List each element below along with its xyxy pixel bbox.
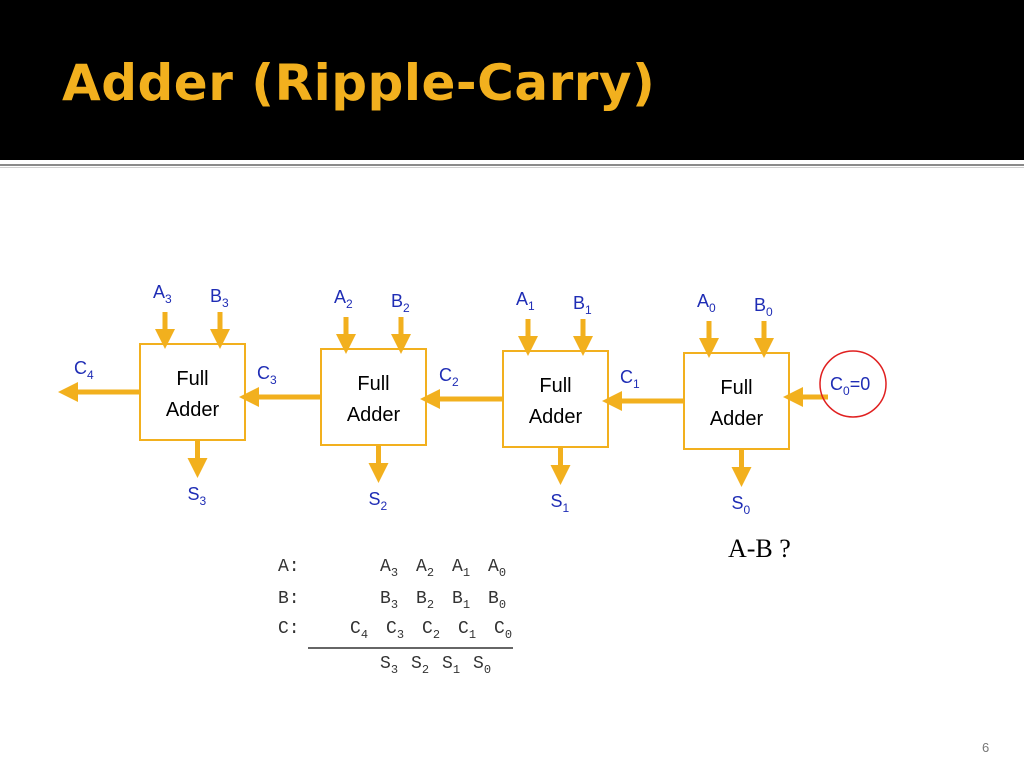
input-b-label: B2: [391, 291, 410, 315]
equation-result-term: S0: [473, 654, 491, 677]
carry-label: C3: [257, 363, 277, 387]
equation-term: A2: [416, 557, 434, 580]
header-divider: [0, 164, 1024, 166]
full-adder-label-line1: Full: [357, 373, 389, 395]
equation-result-term: S3: [380, 654, 398, 677]
equation-result-term: S1: [442, 654, 460, 677]
equation-term: A0: [488, 557, 506, 580]
equation-term: B1: [452, 589, 470, 612]
equation-term: C2: [422, 619, 440, 642]
full-adder-label-line2: Adder: [166, 399, 220, 421]
full-adder-box: [502, 350, 609, 448]
full-adder-label-line2: Adder: [529, 406, 583, 428]
equation-term: C4: [350, 619, 368, 642]
full-adder-label-line1: Full: [539, 375, 571, 397]
full-adder-label-line2: Adder: [347, 404, 401, 426]
equation-term: B3: [380, 589, 398, 612]
sum-output-label: S1: [551, 491, 570, 515]
slide-title: Adder (Ripple-Carry): [62, 54, 656, 112]
equation-term: A1: [452, 557, 470, 580]
equation-term: A3: [380, 557, 398, 580]
sum-output-label: S3: [188, 484, 207, 508]
input-a-label: A2: [334, 287, 353, 311]
equation-term: B0: [488, 589, 506, 612]
sum-output-label: S0: [732, 493, 751, 517]
sum-output-label: S2: [369, 489, 388, 513]
full-adder-box: [139, 343, 246, 441]
input-b-label: B3: [210, 286, 229, 310]
equation-row-label: B:: [278, 589, 300, 609]
input-b-label: B1: [573, 293, 592, 317]
full-adder-label-line1: Full: [176, 368, 208, 390]
full-adder-box: [683, 352, 790, 450]
header-divider-thin: [0, 167, 1024, 168]
equation-row-label: A:: [278, 557, 300, 577]
highlight-circle: [819, 350, 887, 418]
carry-label: C2: [439, 365, 459, 389]
equation-term: C1: [458, 619, 476, 642]
page-number: 6: [982, 740, 990, 755]
full-adder-box: [320, 348, 427, 446]
full-adder-label-line2: Adder: [710, 408, 764, 430]
carry-in-label: C0=0: [830, 374, 870, 398]
equation-term: C0: [494, 619, 512, 642]
input-a-label: A1: [516, 289, 535, 313]
equation-term: C3: [386, 619, 404, 642]
input-a-label: A3: [153, 282, 172, 306]
equation-term: B2: [416, 589, 434, 612]
input-b-label: B0: [754, 295, 773, 319]
carry-label: C4: [74, 358, 94, 382]
slide-header: Adder (Ripple-Carry): [0, 0, 1024, 160]
input-a-label: A0: [697, 291, 716, 315]
subtraction-question: A-B ?: [728, 534, 791, 563]
equation-row-label: C:: [278, 619, 300, 639]
carry-label: C1: [620, 367, 640, 391]
equation-result-term: S2: [411, 654, 429, 677]
full-adder-label-line1: Full: [720, 377, 752, 399]
